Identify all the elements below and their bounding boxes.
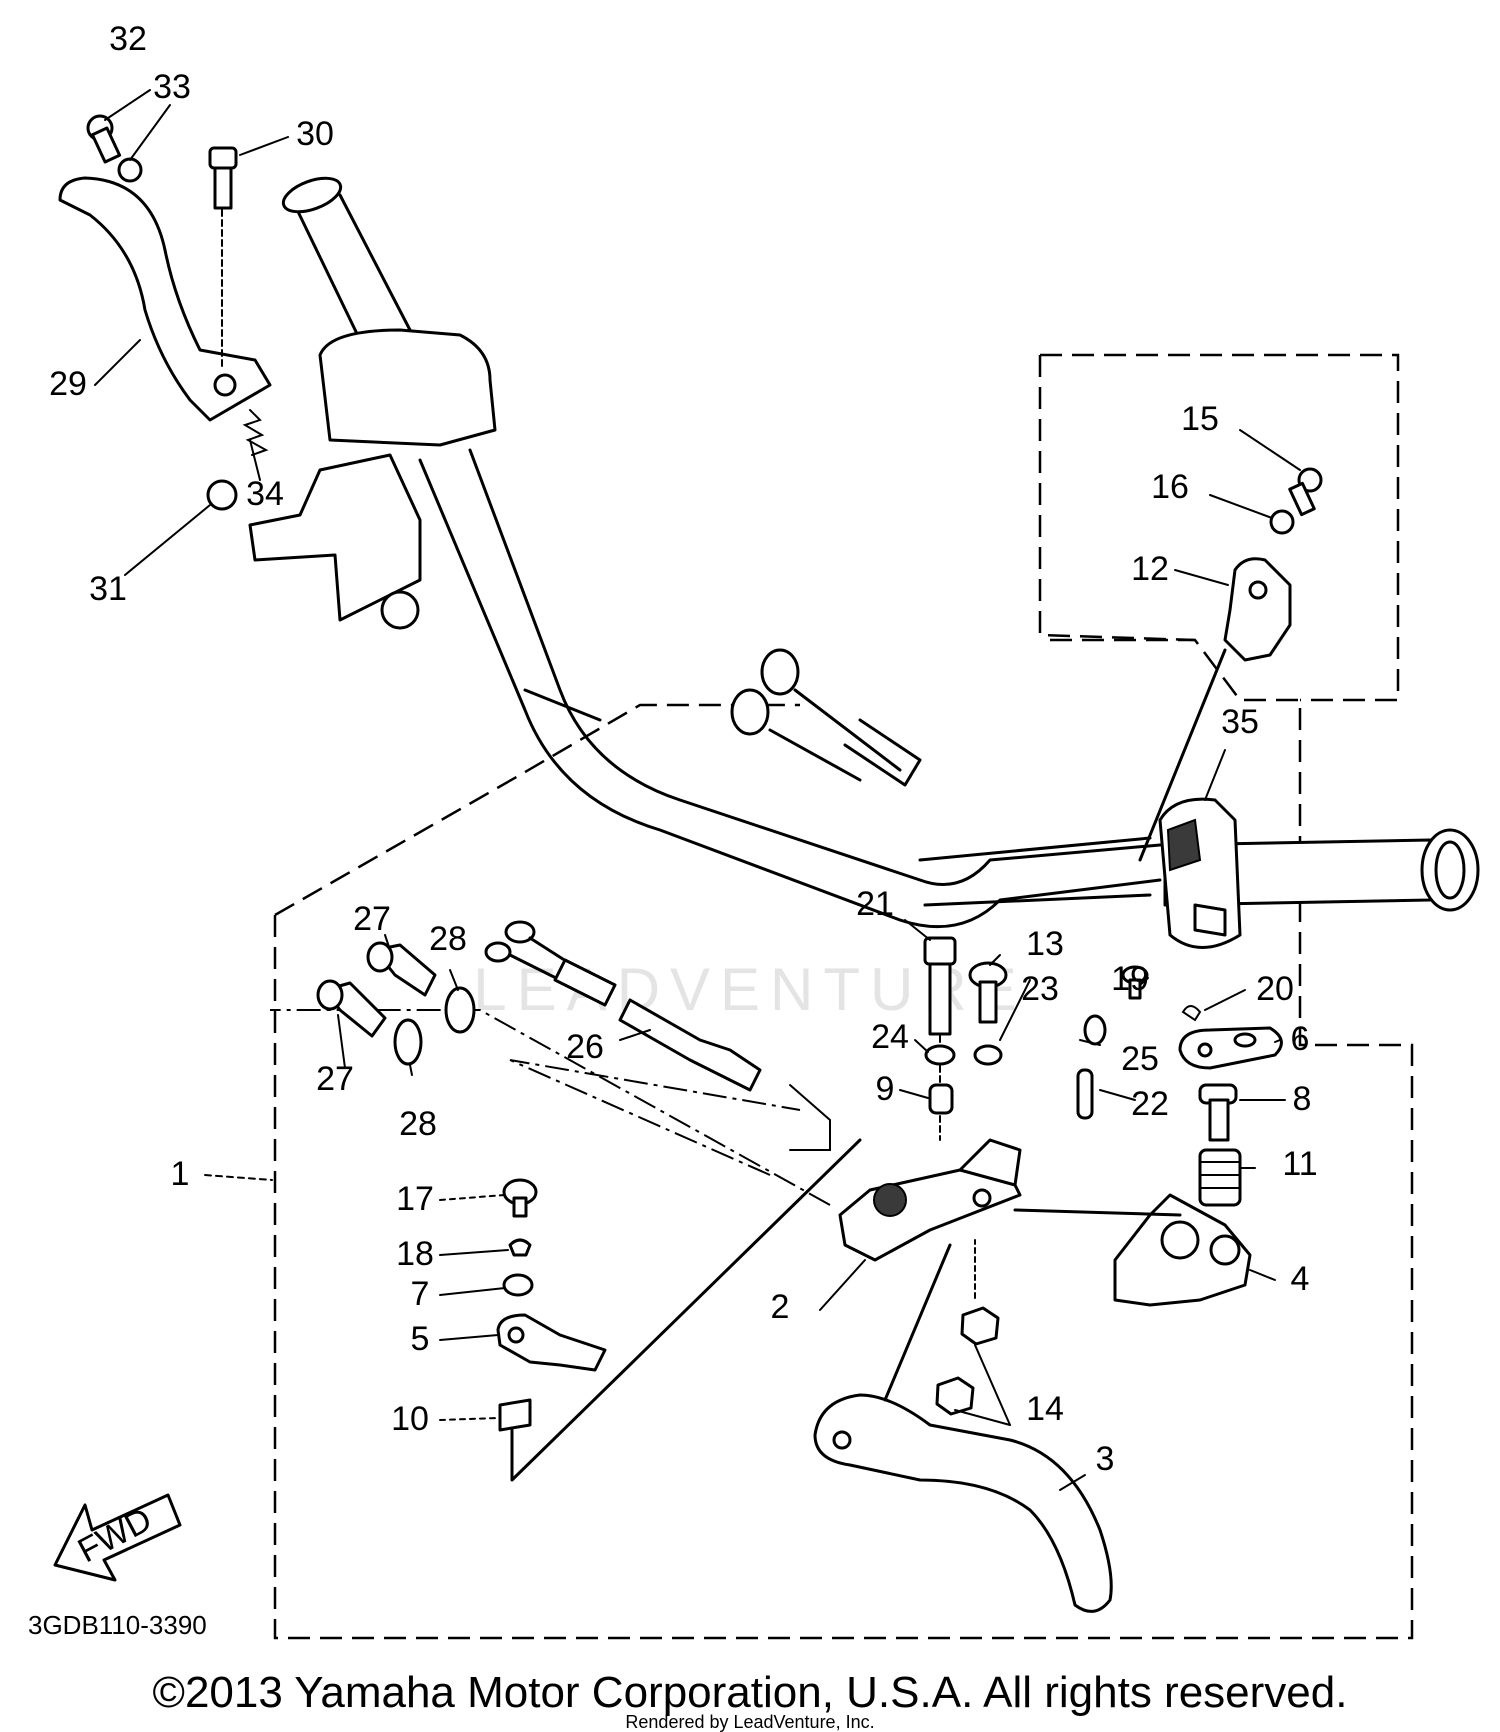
callout-22: 22 xyxy=(1131,1085,1169,1123)
bolt-13 xyxy=(968,961,1008,1024)
spring-11 xyxy=(1198,1148,1242,1207)
callout-27: 27 xyxy=(353,900,391,938)
callout-2: 2 xyxy=(771,1288,790,1326)
assembly-12-outline xyxy=(1038,353,1400,702)
callout-4: 4 xyxy=(1291,1260,1310,1298)
fwd-arrow: FWD xyxy=(53,1493,182,1582)
callout-9: 9 xyxy=(876,1070,895,1108)
nut-23 xyxy=(973,1044,1003,1066)
bolt-32 xyxy=(86,114,122,164)
copyright-footer: ©2013 Yamaha Motor Corporation, U.S.A. A… xyxy=(152,1668,1348,1717)
callout-33: 33 xyxy=(153,68,191,106)
callout-15: 15 xyxy=(1181,400,1219,438)
bolt-27-upper xyxy=(366,941,437,997)
callout-34: 34 xyxy=(246,475,284,513)
spring-10 xyxy=(498,1138,862,1482)
callout-30: 30 xyxy=(296,115,334,153)
callout-18: 18 xyxy=(396,1235,434,1273)
callout-21: 21 xyxy=(856,885,894,923)
callout-26: 26 xyxy=(566,1028,604,1066)
wire-connector xyxy=(730,648,922,787)
washer-18 xyxy=(508,1238,532,1257)
cable-26 xyxy=(484,920,831,1151)
screw-19 xyxy=(1121,965,1149,1000)
spring-34 xyxy=(242,409,269,456)
callout-16: 16 xyxy=(1151,468,1189,506)
leader-lines xyxy=(94,89,1301,1491)
washer-28-upper xyxy=(444,986,476,1034)
callout-28: 28 xyxy=(429,920,467,958)
nut-31 xyxy=(206,479,238,511)
callout-31: 31 xyxy=(89,570,127,608)
clutch-lever-29 xyxy=(58,176,272,422)
washer-24 xyxy=(924,1044,956,1066)
washer-33 xyxy=(117,157,143,183)
washer-7 xyxy=(502,1273,534,1297)
callout-25: 25 xyxy=(1121,1040,1159,1078)
callout-28-2: 28 xyxy=(399,1105,437,1143)
nut-14 xyxy=(935,1239,1000,1416)
callout-23: 23 xyxy=(1021,970,1059,1008)
callout-11: 11 xyxy=(1282,1145,1317,1183)
bolt-30 xyxy=(208,146,238,371)
callout-17: 17 xyxy=(396,1180,434,1218)
bushing-9 xyxy=(928,1083,954,1115)
callout-32: 32 xyxy=(109,20,147,58)
plunger-8 xyxy=(1198,1083,1238,1142)
callout-24: 24 xyxy=(871,1018,909,1056)
left-switch-housing xyxy=(248,328,497,630)
plate-5 xyxy=(496,1313,607,1372)
callout-1: 1 xyxy=(171,1155,190,1193)
master-cylinder-2 xyxy=(270,1009,1022,1262)
washer-28-lower xyxy=(393,1018,423,1066)
callout-6: 6 xyxy=(1291,1020,1310,1058)
assembly-1-outline xyxy=(273,638,1414,1640)
callout-13: 13 xyxy=(1026,925,1064,963)
callout-20: 20 xyxy=(1256,970,1294,1008)
callout-29: 29 xyxy=(49,365,87,403)
pin-22 xyxy=(1076,1068,1094,1120)
clip-20 xyxy=(1181,1005,1202,1022)
callout-7: 7 xyxy=(411,1275,430,1313)
callout-5: 5 xyxy=(411,1320,430,1358)
callout-35: 35 xyxy=(1221,703,1259,741)
callout-3: 3 xyxy=(1096,1440,1115,1478)
brake-lever-3 xyxy=(813,1243,1113,1613)
callout-19: 19 xyxy=(1111,960,1149,998)
bracket-4 xyxy=(1013,1193,1252,1307)
washer-16 xyxy=(1269,509,1295,535)
handlebar xyxy=(281,176,1162,929)
callout-10: 10 xyxy=(391,1400,429,1438)
callout-14: 14 xyxy=(1026,1390,1064,1428)
callout-8: 8 xyxy=(1293,1080,1312,1118)
drawing-code: 3GDB110-3390 xyxy=(28,1610,207,1640)
plate-6 xyxy=(1178,1026,1283,1070)
screw-17 xyxy=(502,1178,538,1218)
callout-12: 12 xyxy=(1131,550,1169,588)
screw-15 xyxy=(1288,467,1323,517)
rendered-by-credit: Rendered by LeadVenture, Inc. xyxy=(625,1712,875,1732)
switch-assembly-35 xyxy=(1158,797,1242,949)
bolt-27-lower xyxy=(316,979,387,1038)
callout-27-2: 27 xyxy=(316,1060,354,1098)
holder-12 xyxy=(1138,557,1292,862)
ball-25 xyxy=(1083,1014,1107,1046)
